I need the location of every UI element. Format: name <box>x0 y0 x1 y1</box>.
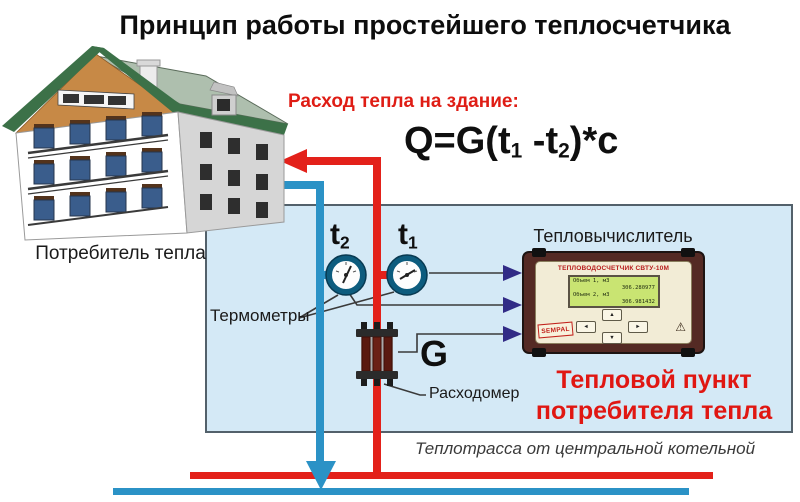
side-windows <box>200 132 268 218</box>
heating-pipe-line <box>27 175 169 195</box>
lcd-line: 306.981432 <box>621 299 655 306</box>
radiator-windows-row3 <box>33 184 163 221</box>
formula-sub1: 1 <box>510 139 523 163</box>
supply-pipe-to-building <box>305 157 379 165</box>
mains-caption: Теплотрасса от центральной котельной <box>414 439 756 458</box>
roof-right-slope <box>92 46 188 115</box>
heat-point-caption-line2: потребителя тепла <box>535 396 773 425</box>
supply-main-pipe <box>190 472 713 479</box>
device-mount-lug <box>532 248 546 257</box>
device-mount-lug <box>532 348 546 357</box>
warning-icon: ⚠ <box>675 320 686 334</box>
t1-gauge-icon <box>386 254 428 296</box>
t1-gauge-stub-pipe <box>379 271 391 279</box>
heat-point-caption-line1: Тепловой пункт <box>556 366 752 394</box>
device-up-button[interactable]: ▲ <box>602 309 622 321</box>
heating-pipe-line <box>27 169 169 191</box>
heat-calculator-device: ТЕПЛОВОДОСЧЕТЧИК СВТУ-10М Объем 1, м3 30… <box>522 248 705 357</box>
thermometers-caption: Термометры <box>210 306 310 325</box>
t2-gauge-icon <box>325 254 367 296</box>
attic-window <box>84 95 104 104</box>
dormer-window <box>217 99 230 111</box>
heat-load-caption: Расход тепла на здание: <box>288 91 519 112</box>
radiator-windows-row2 <box>33 148 163 185</box>
return-arrow-icon <box>306 461 336 490</box>
dormer-roof <box>209 81 239 97</box>
flowmeter-icon <box>356 322 398 386</box>
heat-point-caption: Тепловой пункт потребителя тепла <box>520 365 788 426</box>
building-caption: Потребитель тепла <box>35 243 206 264</box>
device-model-label: ТЕПЛОВОДОСЧЕТЧИК СВТУ-10М <box>557 265 670 272</box>
page-title: Принцип работы простейшего теплосчетчика <box>119 10 731 40</box>
supply-riser-pipe <box>373 157 381 475</box>
t1-base: t <box>398 218 408 251</box>
device-right-button[interactable]: ► <box>628 321 648 333</box>
formula-prefix: Q=G(t <box>404 120 511 162</box>
t2-sub: 2 <box>340 232 350 253</box>
t1-label: t1 <box>398 218 418 254</box>
flowmeter-caption: Расходомер <box>429 385 520 402</box>
device-mount-lug <box>681 348 695 357</box>
device-down-button[interactable]: ▼ <box>602 332 622 344</box>
formula-suffix: )*c <box>569 120 619 162</box>
lcd-line: Объем 2, м3 <box>573 292 610 299</box>
return-main-pipe <box>113 488 689 495</box>
attic-window <box>108 96 126 105</box>
return-riser-pipe <box>316 181 324 463</box>
roof-left-slope <box>2 46 104 132</box>
t1-sub: 1 <box>408 232 418 253</box>
heating-pipe-line <box>27 133 169 155</box>
device-mount-lug <box>681 248 695 257</box>
flow-symbol: G <box>420 333 449 374</box>
chimney-cap <box>136 59 161 67</box>
radiator-windows-row1 <box>33 112 163 149</box>
lcd-line: Объем 1, м3 <box>573 278 610 284</box>
t2-label: t2 <box>330 218 350 254</box>
formula-sub2: 2 <box>558 139 570 163</box>
calculator-caption: Тепловычислитель <box>533 226 693 246</box>
brand-logo: SEMPAL <box>537 321 574 339</box>
building-illustration <box>2 46 289 241</box>
attic-window <box>63 94 79 103</box>
t2-base: t <box>330 218 340 251</box>
return-pipe-from-building <box>281 181 320 189</box>
roof-eave-band <box>178 104 288 135</box>
heating-pipe-line <box>27 206 169 226</box>
heating-pipe-line <box>27 139 169 159</box>
device-left-button[interactable]: ◄ <box>576 321 596 333</box>
device-front-panel: ТЕПЛОВОДОСЧЕТЧИК СВТУ-10М Объем 1, м3 30… <box>535 261 692 344</box>
heat-formula: Q=G(t1 -t2)*c <box>404 120 618 163</box>
lcd-line: 306.280977 <box>621 285 655 292</box>
formula-mid: -t <box>522 120 559 162</box>
device-lcd-screen: Объем 1, м3 306.280977 Объем 2, м3 306.9… <box>568 275 660 308</box>
